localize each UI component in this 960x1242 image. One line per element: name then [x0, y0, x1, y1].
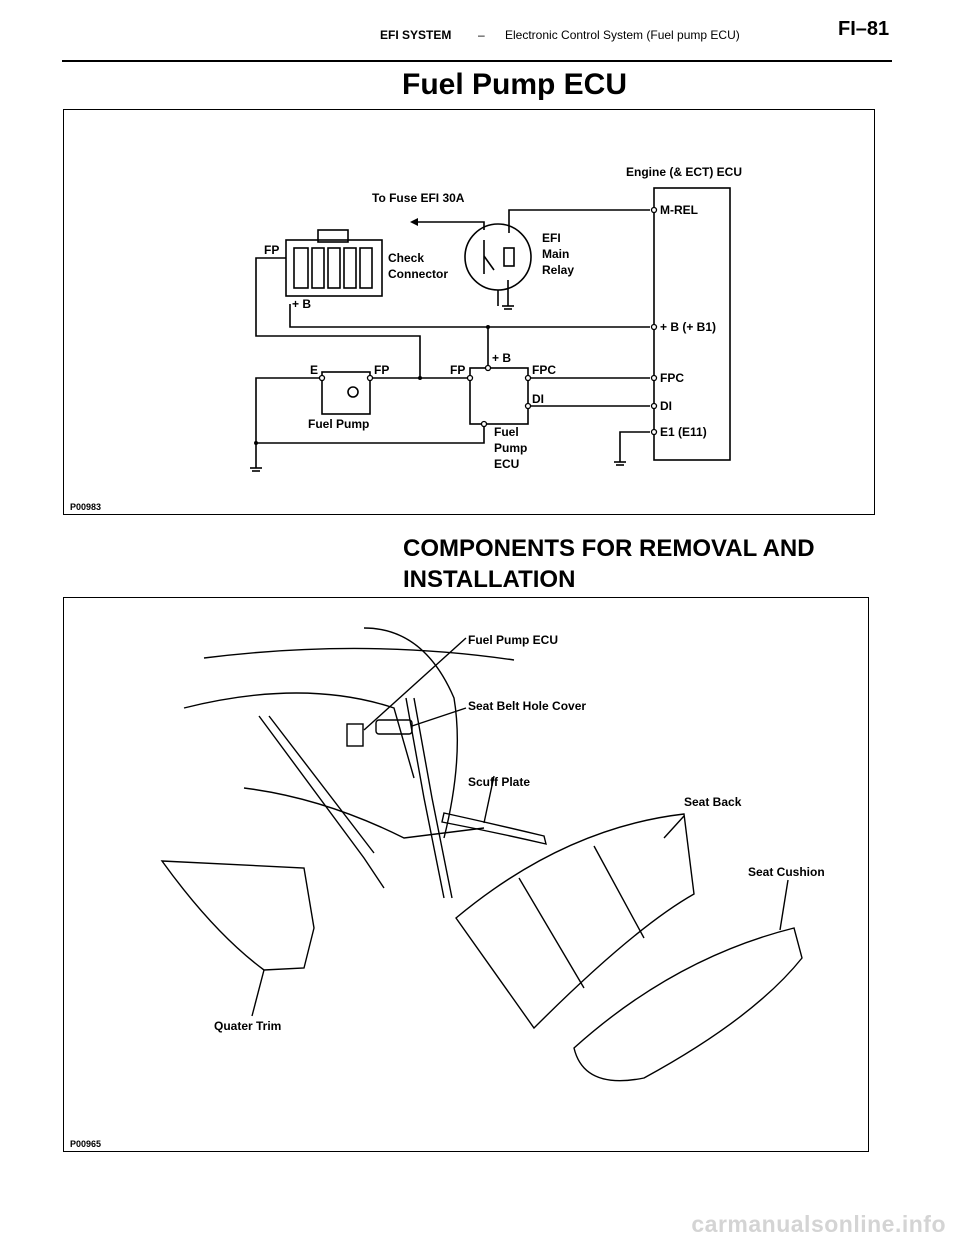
wiring-diagram: Engine (& ECT) ECU To Fuse EFI 30A M-REL…	[250, 165, 742, 472]
efi-main-relay-symbol	[464, 223, 532, 291]
label-di: DI	[532, 392, 544, 406]
header-section: EFI SYSTEM	[380, 28, 452, 42]
page-header	[62, 22, 892, 62]
label-relay: Relay	[542, 263, 574, 277]
label-seat-back: Seat Back	[684, 795, 742, 809]
page-number: FI–81	[838, 18, 890, 40]
label-fpc: FPC	[532, 363, 556, 377]
label-e1: E1 (E11)	[660, 425, 707, 439]
label-check: Check	[388, 251, 424, 265]
label-fuel: Fuel	[494, 425, 519, 439]
figure1-id: P00983	[70, 502, 102, 512]
quarter-trim-part	[160, 860, 315, 971]
label-m-rel: M-REL	[660, 203, 698, 217]
components-illustration: Fuel Pump ECU Seat Belt Hole Cover Scuff…	[160, 627, 825, 1082]
label-quater-trim: Quater Trim	[214, 1019, 281, 1033]
label-di-engine: DI	[660, 399, 672, 413]
body-outline	[203, 647, 515, 661]
label-scuff-plate: Scuff Plate	[468, 775, 530, 789]
fuel-pump-ecu-part	[346, 723, 364, 747]
figure2-id: P00965	[70, 1139, 102, 1149]
label-plus-b-ecu: + B	[492, 351, 511, 365]
label-ecu: ECU	[494, 457, 519, 471]
scuff-plate-part	[441, 812, 547, 845]
fuel-pump-box	[321, 371, 371, 415]
fuel-pump-ecu-box	[469, 367, 529, 425]
label-efi: EFI	[542, 231, 561, 245]
components-figure: Fuel Pump ECU Seat Belt Hole Cover Scuff…	[63, 597, 869, 1152]
seat-cushion-part	[573, 927, 803, 1082]
label-fp-pump: FP	[374, 363, 389, 377]
header-subtitle: Electronic Control System (Fuel pump ECU…	[505, 28, 740, 42]
label-fpc-engine: FPC	[660, 371, 684, 385]
seat-belt	[258, 715, 385, 889]
header-separator: –	[478, 28, 485, 42]
label-plus-b-b1: + B (+ B1)	[660, 320, 716, 334]
label-seat-belt-hole-cover: Seat Belt Hole Cover	[468, 699, 586, 713]
label-pump: Pump	[494, 441, 527, 455]
label-fp-ecu: FP	[450, 363, 465, 377]
label-fuel-pump: Fuel Pump	[308, 417, 369, 431]
label-fp-connector: FP	[264, 243, 279, 257]
label-engine-ecu: Engine (& ECT) ECU	[626, 165, 742, 179]
label-to-fuse: To Fuse EFI 30A	[372, 191, 465, 205]
label-main: Main	[542, 247, 569, 261]
check-connector-box	[285, 239, 383, 297]
header-rule	[62, 60, 892, 62]
label-e: E	[310, 363, 318, 377]
seat-belt-hole-cover-part	[375, 719, 413, 735]
page-title: Fuel Pump ECU	[402, 68, 628, 101]
label-seat-cushion: Seat Cushion	[748, 865, 825, 879]
watermark[interactable]: carmanualsonline.info	[691, 1211, 946, 1237]
seat-back-part	[455, 813, 695, 1030]
label-plus-b-connector: + B	[292, 297, 311, 311]
wiring-diagram-figure: Engine (& ECT) ECU To Fuse EFI 30A M-REL…	[63, 109, 875, 515]
label-fuel-pump-ecu: Fuel Pump ECU	[468, 633, 558, 647]
label-connector: Connector	[388, 267, 448, 281]
components-heading: COMPONENTS FOR REMOVAL AND INSTALLATION	[403, 535, 815, 593]
